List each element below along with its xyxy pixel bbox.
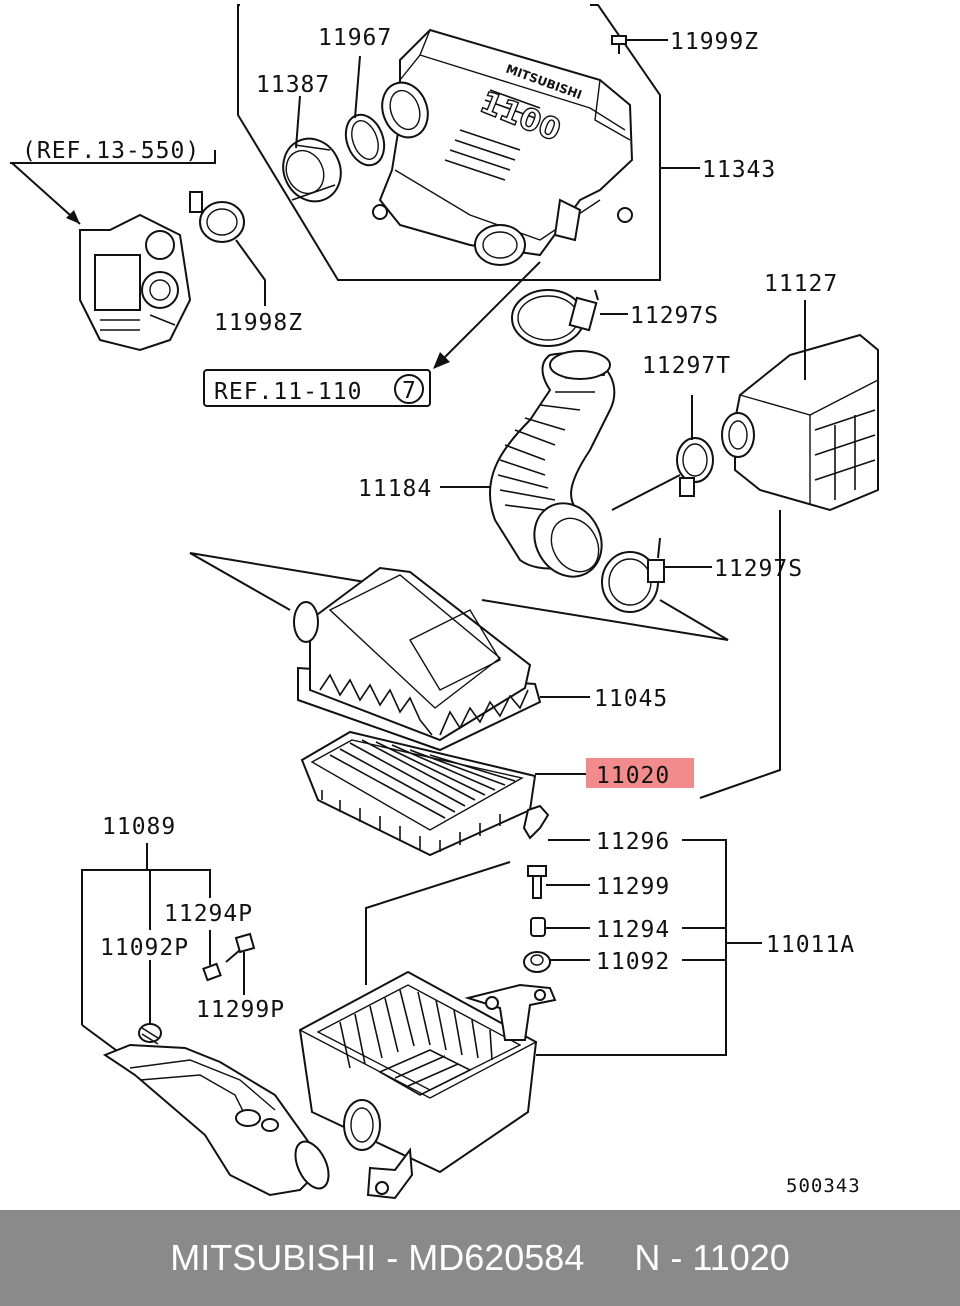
footer-bar: MITSUBISHI - MD620584 N - 11020	[0, 1210, 960, 1306]
footer-part-number: MITSUBISHI - MD620584 N - 11020	[170, 1237, 790, 1278]
label-11020-highlight	[586, 758, 694, 788]
parts-diagram: MITSUBISHI 1100 11999Z 11967 11387 11343	[10, 4, 879, 1200]
label-11092p: 11092P	[100, 935, 189, 961]
throttle-body-group: (REF.13-550) 11998Z	[10, 138, 303, 352]
intercooler-11127: 11127	[699, 271, 879, 799]
label-11343: 11343	[702, 157, 776, 183]
label-11297s-upper: 11297S	[630, 303, 719, 329]
label-11296: 11296	[596, 829, 670, 855]
label-11045: 11045	[594, 686, 668, 712]
clamp-11297s-upper: 11297S	[511, 289, 719, 347]
label-11294: 11294	[596, 917, 670, 943]
clamp-11297t: 11297T	[611, 353, 731, 511]
label-ref-13-550: (REF.13-550)	[22, 138, 200, 164]
label-11294p: 11294P	[164, 901, 253, 927]
air-cleaner-cover-11045: 11045	[189, 552, 729, 752]
label-11127: 11127	[764, 271, 838, 297]
label-11299: 11299	[596, 874, 670, 900]
intake-hose-11184: 11184	[358, 350, 616, 578]
label-11184: 11184	[358, 476, 432, 502]
label-11297t: 11297T	[642, 353, 731, 379]
label-11967: 11967	[318, 25, 392, 51]
label-11299p: 11299P	[196, 997, 285, 1023]
clamp-11297s-lower: 11297S	[601, 537, 803, 613]
label-diagram-number: 500343	[786, 1175, 861, 1197]
label-11998z: 11998Z	[214, 310, 303, 336]
intercooler-cover-group: MITSUBISHI 1100 11999Z 11967 11387 11343	[237, 4, 776, 281]
air-filter-11020: 11020	[300, 730, 694, 857]
label-11297s-lower: 11297S	[714, 556, 803, 582]
label-ref-11-110: REF.11-110	[214, 379, 362, 405]
label-11089: 11089	[102, 814, 176, 840]
cleaner-hardware-group: 11296 11299 11294 11092 11011A	[522, 804, 855, 1056]
label-11387: 11387	[256, 72, 330, 98]
label-11092: 11092	[596, 949, 670, 975]
label-11020: 11020	[596, 763, 670, 789]
label-11011a: 11011A	[766, 932, 855, 958]
intake-duct-11089: 11089 11294P 11092P 11299P	[81, 814, 330, 1197]
ref-11-110-group: REF.11-110 7	[203, 261, 541, 407]
label-ref-11-110-number: 7	[402, 378, 417, 404]
air-cleaner-case: 500343	[298, 861, 861, 1200]
label-11999z: 11999Z	[670, 29, 759, 55]
